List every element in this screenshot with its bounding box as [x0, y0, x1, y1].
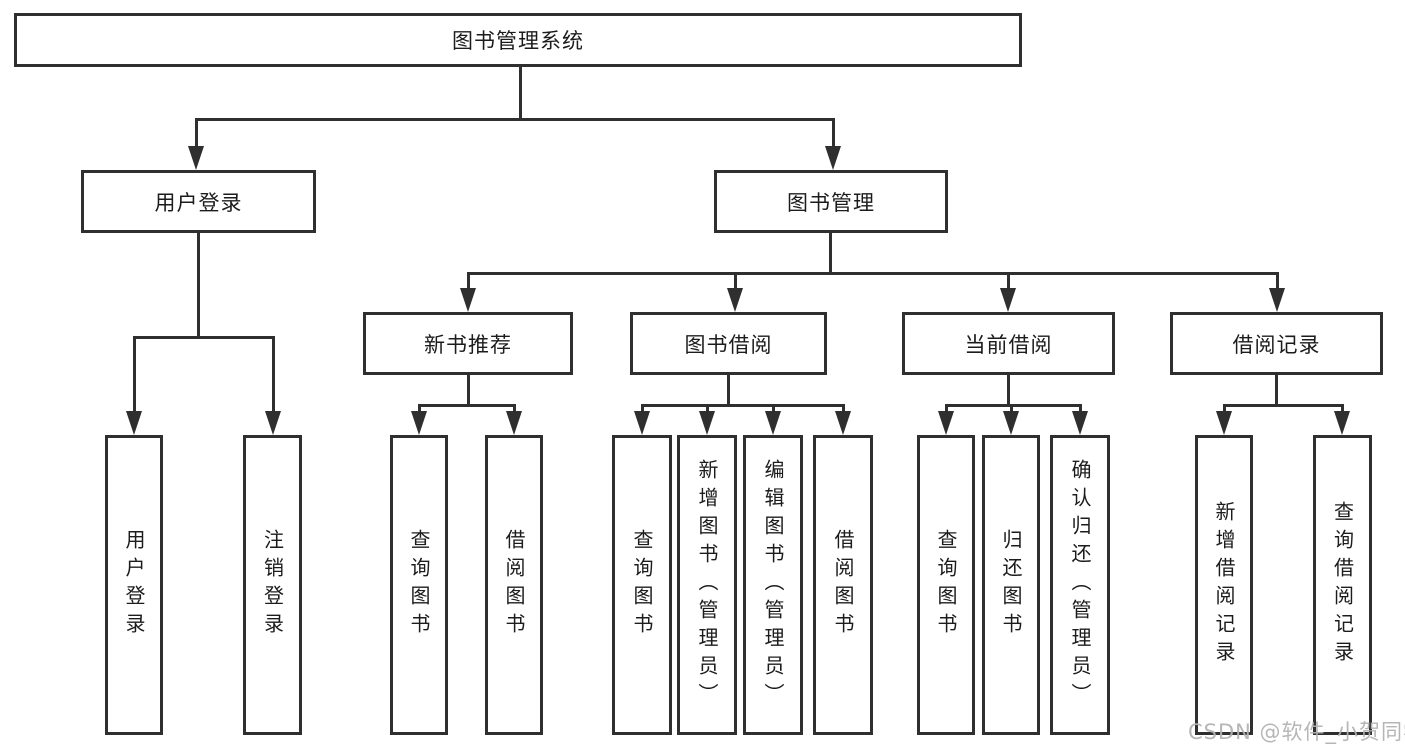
arrowhead-icon: [835, 411, 851, 435]
leaf-label: 借阅图书: [831, 529, 855, 641]
node-library-management-system: 图书管理系统: [14, 13, 1022, 67]
connector-line: [1223, 404, 1343, 407]
leaf-label: 查询借阅记录: [1330, 501, 1355, 669]
connector-line: [1341, 404, 1344, 413]
connector-line: [467, 272, 470, 290]
connector-line: [832, 118, 835, 150]
connector-line: [467, 272, 1279, 275]
connector-line: [133, 336, 136, 415]
leaf-label: 注销登录: [260, 529, 285, 641]
leaf-label: 新增借阅记录: [1212, 501, 1236, 669]
connector-line: [1223, 404, 1226, 413]
node-book-management: 图书管理: [714, 170, 948, 233]
leaf-user-login: 用户登录: [105, 435, 163, 735]
connector-line: [272, 336, 275, 415]
connector-line: [1276, 272, 1279, 290]
leaf-query-borrow-record: 查询借阅记录: [1313, 435, 1372, 735]
connector-line: [641, 404, 844, 407]
arrowhead-icon: [1072, 411, 1088, 435]
connector-line: [519, 67, 522, 120]
leaf-label: 借阅图书: [502, 529, 526, 641]
leaf-add-book-admin: 新增图书（管理员）: [677, 435, 737, 735]
connector-line: [829, 233, 832, 274]
arrowhead-icon: [727, 288, 743, 312]
connector-line: [842, 404, 845, 413]
connector-line: [1010, 404, 1013, 413]
leaf-confirm-return-admin: 确认归还（管理员）: [1050, 435, 1110, 735]
leaf-return-book: 归还图书: [982, 435, 1040, 735]
arrowhead-icon: [765, 411, 781, 435]
leaf-label: 确认归还（管理员）: [1068, 459, 1092, 711]
node-user-login: 用户登录: [81, 170, 316, 233]
arrowhead-icon: [1000, 288, 1016, 312]
leaf-query-book-borrow: 查询图书: [612, 435, 672, 735]
arrowhead-icon: [1216, 411, 1232, 435]
node-current-borrowing: 当前借阅: [902, 312, 1115, 375]
node-borrowing-records: 借阅记录: [1170, 312, 1383, 375]
connector-line: [197, 233, 200, 338]
leaf-label: 归还图书: [999, 529, 1023, 641]
connector-line: [706, 404, 709, 413]
leaf-query-book-current: 查询图书: [917, 435, 975, 735]
leaf-label: 用户登录: [122, 529, 146, 641]
arrowhead-icon: [1269, 288, 1285, 312]
arrowhead-icon: [1334, 411, 1350, 435]
connector-line: [1275, 375, 1278, 406]
arrowhead-icon: [938, 411, 954, 435]
connector-line: [641, 404, 644, 413]
leaf-label: 查询图书: [934, 529, 958, 641]
watermark: CSDN @软件_小贺同学: [1188, 720, 1405, 744]
arrowhead-icon: [699, 411, 715, 435]
arrowhead-icon: [188, 146, 204, 170]
arrowhead-icon: [506, 411, 522, 435]
arrowhead-icon: [825, 146, 841, 170]
connector-line: [1079, 404, 1082, 413]
connector-line: [1007, 272, 1010, 290]
leaf-label: 新增图书（管理员）: [695, 459, 719, 711]
leaf-logout: 注销登录: [243, 435, 302, 735]
connector-line: [195, 118, 198, 150]
leaf-borrow-book-recommend: 借阅图书: [485, 435, 543, 735]
connector-line: [513, 404, 516, 413]
leaf-label: 查询图书: [630, 529, 654, 641]
connector-line: [734, 272, 737, 290]
leaf-edit-book-admin: 编辑图书（管理员）: [743, 435, 803, 735]
connector-line: [945, 404, 948, 413]
leaf-add-borrow-record: 新增借阅记录: [1195, 435, 1253, 735]
connector-line: [1007, 375, 1010, 406]
arrowhead-icon: [411, 411, 427, 435]
leaf-label: 查询图书: [407, 529, 431, 641]
arrowhead-icon: [126, 411, 142, 435]
connector-line: [467, 375, 470, 406]
arrowhead-icon: [634, 411, 650, 435]
node-new-book-recommend: 新书推荐: [363, 312, 573, 375]
leaf-query-book-recommend: 查询图书: [390, 435, 448, 735]
connector-line: [418, 404, 421, 413]
arrowhead-icon: [1003, 411, 1019, 435]
connector-line: [772, 404, 775, 413]
leaf-borrow-book: 借阅图书: [813, 435, 873, 735]
connector-line: [418, 404, 516, 407]
connector-line: [195, 118, 835, 121]
leaf-label: 编辑图书（管理员）: [761, 459, 785, 711]
connector-line: [133, 336, 275, 339]
connector-line: [727, 375, 730, 406]
arrowhead-icon: [265, 411, 281, 435]
arrowhead-icon: [460, 288, 476, 312]
connector-line: [945, 404, 1081, 407]
node-book-borrowing: 图书借阅: [630, 312, 827, 375]
